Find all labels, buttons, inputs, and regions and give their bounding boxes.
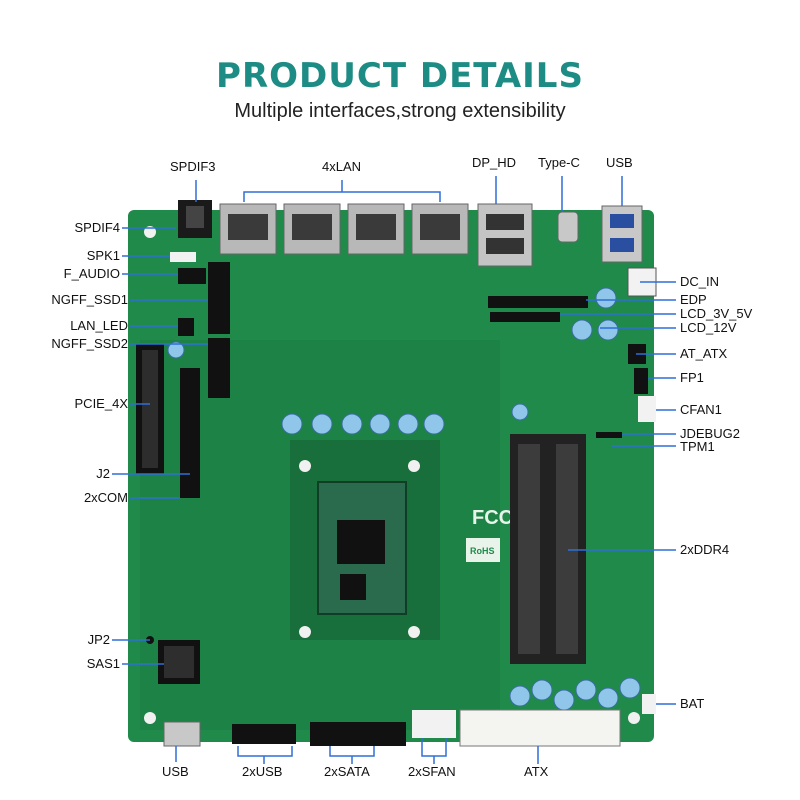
label-2xcom: 2xCOM bbox=[83, 490, 128, 505]
label-2xddr4: 2xDDR4 bbox=[680, 542, 730, 557]
label-jp2: JP2 bbox=[87, 632, 110, 647]
mount-hole bbox=[408, 460, 420, 472]
label-ngff-ssd2: NGFF_SSD2 bbox=[51, 336, 128, 351]
label-4xlan: 4xLAN bbox=[322, 159, 362, 174]
mount-hole bbox=[299, 460, 311, 472]
label-bat: BAT bbox=[680, 696, 705, 711]
label-at-atx: AT_ATX bbox=[680, 346, 728, 361]
atx-connector bbox=[459, 709, 621, 747]
page-title: PRODUCT DETAILS bbox=[216, 56, 584, 96]
label-jdebug2: JDEBUG2 bbox=[680, 426, 740, 441]
label-tpm1: TPM1 bbox=[680, 439, 715, 454]
label-cfan1: CFAN1 bbox=[680, 402, 722, 417]
label-2xusb: 2xUSB bbox=[242, 764, 283, 779]
mount-hole bbox=[144, 712, 156, 724]
label-lcd-12v: LCD_12V bbox=[680, 320, 737, 335]
edp-header bbox=[488, 296, 588, 308]
mount-hole bbox=[299, 626, 311, 638]
label-pcie-4x: PCIE_4X bbox=[74, 396, 128, 411]
bat-holder bbox=[642, 694, 656, 714]
label-2xsata: 2xSATA bbox=[324, 764, 370, 779]
label-usb-top: USB bbox=[606, 155, 633, 170]
cpu-die-small bbox=[340, 574, 366, 600]
dp-hd-connector bbox=[477, 203, 533, 267]
spk1-header bbox=[170, 252, 196, 262]
page-subtitle: Multiple interfaces,strong extensibility bbox=[234, 100, 566, 122]
label-lan-led: LAN_LED bbox=[70, 318, 128, 333]
rohs-mark: RoHS bbox=[470, 546, 495, 556]
jdebug2-header bbox=[596, 432, 622, 438]
capacitors bbox=[167, 287, 641, 711]
lan-led-header bbox=[178, 318, 194, 336]
label-lcd-3v-5v: LCD_3V_5V bbox=[680, 306, 753, 321]
usb-bottom-connector bbox=[163, 721, 201, 747]
cfan1-header bbox=[638, 396, 656, 422]
fcc-mark: FCC bbox=[472, 507, 513, 529]
label-usb-bottom: USB bbox=[162, 764, 189, 779]
rohs-badge bbox=[466, 538, 500, 562]
cpu-die-large bbox=[337, 520, 385, 564]
ngff-ssd1-slot bbox=[208, 262, 230, 334]
label-type-c: Type-C bbox=[538, 155, 580, 170]
label-ngff-ssd1: NGFF_SSD1 bbox=[51, 292, 128, 307]
label-spdif3: SPDIF3 bbox=[170, 159, 216, 174]
mount-hole bbox=[144, 226, 156, 238]
lan-ports bbox=[219, 203, 469, 255]
label-edp: EDP bbox=[680, 292, 707, 307]
label-spk1: SPK1 bbox=[86, 248, 120, 263]
label-dc-in: DC_IN bbox=[680, 274, 720, 289]
label-2xsfan: 2xSFAN bbox=[408, 764, 456, 779]
usb-2x-headers bbox=[232, 724, 296, 744]
com-header bbox=[180, 368, 200, 498]
label-f-audio: F_AUDIO bbox=[63, 266, 120, 281]
label-sas1: SAS1 bbox=[86, 656, 120, 671]
label-spdif4: SPDIF4 bbox=[74, 220, 120, 235]
ngff-ssd2-slot bbox=[208, 338, 230, 398]
type-c-connector bbox=[557, 211, 579, 243]
mount-hole bbox=[408, 626, 420, 638]
lcd-header bbox=[490, 312, 560, 322]
label-j2: J2 bbox=[96, 466, 110, 481]
label-atx: ATX bbox=[524, 764, 549, 779]
fp1-header bbox=[634, 368, 648, 394]
sfan-2x-headers bbox=[412, 710, 456, 738]
label-dp-hd: DP_HD bbox=[472, 155, 517, 170]
label-fp1: FP1 bbox=[680, 370, 704, 385]
f-audio-header bbox=[178, 268, 206, 284]
mount-hole bbox=[628, 712, 640, 724]
sata-2x-connectors bbox=[310, 722, 406, 746]
